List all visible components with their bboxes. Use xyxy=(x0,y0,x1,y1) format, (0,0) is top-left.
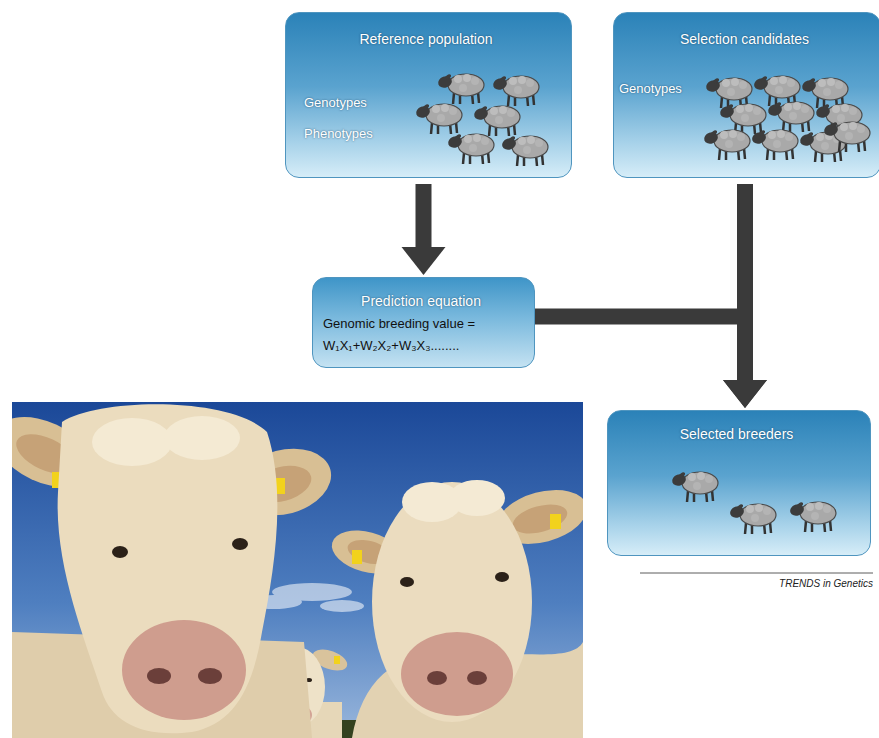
equation-text: Genomic breeding value = W₁X₁+W₂X₂+W₃X₃.… xyxy=(323,313,508,357)
data-label: Genotypes xyxy=(304,95,404,111)
sheep-icon xyxy=(415,103,462,134)
sheep-icon xyxy=(501,135,548,166)
sheep-icon xyxy=(473,105,520,136)
sheep-icon xyxy=(789,501,836,532)
left-cow xyxy=(12,403,339,738)
journal-credit: TRENDS in Genetics xyxy=(779,578,873,589)
sheep-icon xyxy=(751,129,798,160)
sheep-icon xyxy=(753,75,800,106)
arrow-head xyxy=(402,247,446,275)
sheep-icon xyxy=(801,77,848,108)
breeders-box: Selected breeders xyxy=(607,410,871,556)
sheep-icon xyxy=(823,121,870,152)
reference-box: Reference populationGenotypesPhenotypes xyxy=(285,12,572,178)
arrow-shaft xyxy=(535,317,745,381)
sheep-icon xyxy=(767,101,814,132)
footer-rule xyxy=(640,573,873,574)
equation-box: Prediction equationGenomic breeding valu… xyxy=(312,277,535,368)
data-label: Phenotypes xyxy=(304,126,404,142)
sheep-icon xyxy=(705,77,752,108)
arrow-shaft xyxy=(416,184,432,247)
sheep-icon xyxy=(492,75,539,106)
cattle-photo xyxy=(12,402,583,738)
box-heading: Prediction equation xyxy=(313,293,529,309)
sheep-icon xyxy=(703,129,750,160)
box-heading: Selected breeders xyxy=(608,426,865,442)
flow-arrow xyxy=(535,317,767,409)
sheep-icon xyxy=(729,503,776,534)
arrow-head xyxy=(723,380,767,408)
label-holder: TRENDS in Genetics xyxy=(779,578,873,589)
sheep-icon xyxy=(437,73,484,104)
sky xyxy=(12,402,583,738)
sheep-icon xyxy=(719,103,766,134)
right-cow xyxy=(327,480,583,738)
flow-arrow xyxy=(402,184,446,275)
sheep-icon xyxy=(447,133,494,164)
box-heading: Selection candidates xyxy=(614,31,875,47)
data-label: Genotypes xyxy=(619,81,699,97)
candidates-box: Selection candidatesGenotypes xyxy=(613,12,879,178)
box-heading: Reference population xyxy=(286,31,566,47)
arrow-head xyxy=(723,380,767,408)
sheep-icon xyxy=(671,471,718,502)
